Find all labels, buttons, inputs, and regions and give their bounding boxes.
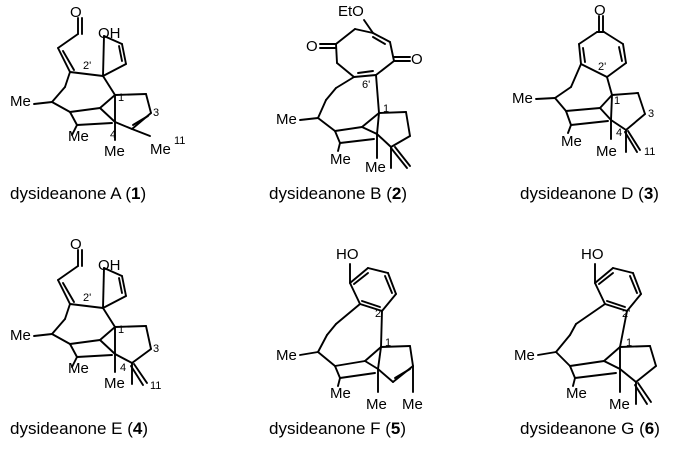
caption-paren: ) — [401, 184, 408, 203]
methyl-label: Me — [402, 396, 423, 413]
compound-caption: dysideanone D (3) — [520, 184, 659, 204]
methyl-label: Me — [512, 90, 533, 107]
oxygen-label: O — [70, 4, 82, 21]
caption-paren: ) — [400, 419, 407, 438]
methyl-label: Me — [609, 396, 630, 413]
structure-dysideanone-d: O 2' 1 3 4 11 Me Me Me — [512, 2, 655, 160]
compound-number: 1 — [130, 184, 141, 203]
position-1-label: 1 — [383, 103, 389, 115]
position-11-label: 11 — [150, 380, 161, 392]
ethoxy-label: EtO — [338, 3, 364, 20]
compound-caption: dysideanone E (4) — [10, 419, 148, 439]
position-2p-label: 2' — [83, 292, 91, 304]
methyl-label: Me — [366, 396, 387, 413]
methyl-label: Me — [68, 128, 89, 145]
compound-number: 5 — [390, 419, 401, 438]
position-4-label: 4 — [110, 129, 116, 141]
position-11-label: 11 — [174, 135, 185, 147]
compound-number: 4 — [132, 419, 143, 438]
methyl-label: Me — [10, 327, 31, 344]
methyl-label: Me — [68, 360, 89, 377]
structure-dysideanone-b: EtO O O 6' 1 Me Me Me — [276, 3, 423, 176]
structure-dysideanone-f: HO 2' 1 Me Me Me Me — [276, 246, 423, 413]
caption-paren: ) — [653, 184, 659, 203]
compound-name: dysideanone B ( — [269, 184, 392, 203]
position-1-label: 1 — [118, 92, 124, 104]
caption-paren: ) — [142, 419, 149, 438]
oxygen-label: O — [411, 51, 423, 68]
position-1-label: 1 — [118, 324, 124, 336]
structure-dysideanone-a: O OH 2' 1 3 4 11 Me Me Me Me — [10, 4, 185, 160]
position-3-label: 3 — [153, 343, 159, 355]
hydroxyl-label: OH — [98, 25, 121, 42]
compound-name: dysideanone A ( — [10, 184, 131, 203]
methyl-label: Me — [10, 93, 31, 110]
position-2p-label: 2' — [598, 61, 606, 73]
position-4-label: 4 — [616, 127, 622, 139]
methyl-label: Me — [104, 375, 125, 392]
hydroxyl-label: OH — [98, 257, 121, 274]
methyl-label: Me — [566, 385, 587, 402]
methyl-label: Me — [330, 385, 351, 402]
position-4-label: 4 — [120, 362, 126, 374]
methyl-label: Me — [561, 133, 582, 150]
position-3-label: 3 — [648, 108, 654, 120]
oxygen-label: O — [70, 236, 82, 253]
compound-number: 6 — [644, 419, 655, 438]
hydroxyl-label: HO — [581, 246, 604, 263]
compound-number: 2 — [391, 184, 402, 203]
methyl-label: Me — [150, 141, 171, 158]
compound-name: dysideanone D ( — [520, 184, 644, 203]
oxygen-label: O — [306, 38, 318, 55]
methyl-label: Me — [104, 143, 125, 160]
methyl-label: Me — [596, 143, 617, 160]
structure-dysideanone-g: HO 2' 1 Me Me Me — [514, 246, 657, 413]
compound-number: 3 — [643, 184, 654, 203]
compound-name: dysideanone F ( — [269, 419, 391, 438]
compound-caption: dysideanone F (5) — [269, 419, 406, 439]
caption-paren: ) — [140, 184, 147, 203]
compound-caption: dysideanone B (2) — [269, 184, 407, 204]
methyl-label: Me — [276, 111, 297, 128]
oxygen-label: O — [594, 2, 606, 19]
methyl-label: Me — [365, 159, 386, 176]
position-2p-label: 2' — [375, 308, 383, 320]
position-1-label: 1 — [626, 337, 632, 349]
compound-caption: dysideanone G (6) — [520, 419, 660, 439]
position-2p-label: 2' — [83, 60, 91, 72]
compound-name: dysideanone E ( — [10, 419, 133, 438]
structure-dysideanone-e: O OH 2' 1 3 4 11 Me Me Me — [10, 236, 161, 392]
position-1-label: 1 — [385, 337, 391, 349]
position-6p-label: 6' — [362, 79, 370, 91]
caption-paren: ) — [654, 419, 660, 438]
position-3-label: 3 — [153, 107, 159, 119]
hydroxyl-label: HO — [336, 246, 359, 263]
compound-caption: dysideanone A (1) — [10, 184, 146, 204]
compound-name: dysideanone G ( — [520, 419, 645, 438]
position-2p-label: 2' — [622, 308, 630, 320]
position-1-label: 1 — [614, 95, 620, 107]
position-11-label: 11 — [644, 146, 655, 158]
methyl-label: Me — [330, 151, 351, 168]
methyl-label: Me — [514, 347, 535, 364]
methyl-label: Me — [276, 347, 297, 364]
